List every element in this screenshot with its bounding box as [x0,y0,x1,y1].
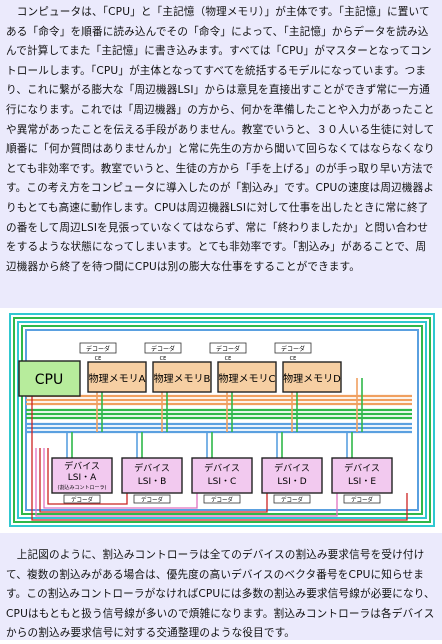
svg-text:デコーダ: デコーダ [211,496,234,504]
cpu-block: CPU [18,360,81,397]
memory-b: 物理メモリB [152,361,212,393]
decoder-memory-a: デコーダ CE [79,342,117,362]
bus-architecture-diagram: デコーダ CE デコーダ CE デコーダ CE デコーダ CE CPU 物理メモ… [2,308,440,533]
interrupt-request-lines [31,368,408,521]
svg-text:物理メモリA: 物理メモリA [89,372,146,385]
svg-text:物理メモリC: 物理メモリC [219,372,276,385]
svg-text:LSI・B: LSI・B [138,477,167,487]
svg-text:デコーダ: デコーダ [281,345,305,353]
memory-a: 物理メモリA [87,361,147,393]
svg-text:LSI・D: LSI・D [277,477,306,487]
svg-text:デコーダ: デコーダ [216,345,240,353]
svg-text:CE: CE [95,356,102,362]
svg-text:LSI・A: LSI・A [68,473,97,483]
device-lsi-a: デバイス LSI・A (割込みコントローラ) デコーダ [51,457,113,504]
decoder-memory-b: デコーダ CE [144,342,182,362]
svg-text:デバイス: デバイス [64,460,100,472]
svg-text:物理メモリD: 物理メモリD [283,372,341,385]
svg-text:CE: CE [225,356,232,362]
svg-text:CE: CE [290,356,297,362]
svg-text:デコーダ: デコーダ [86,345,110,353]
device-lsi-c: デバイス LSI・C デコーダ [191,457,253,504]
svg-text:デコーダ: デコーダ [281,496,304,504]
memory-decoders: デコーダ CE デコーダ CE デコーダ CE デコーダ CE [79,342,312,362]
memory-c: 物理メモリC [217,361,277,393]
svg-text:(割込みコントローラ): (割込みコントローラ) [58,484,107,491]
device-lsi-e: デバイス LSI・E デコーダ [331,457,393,504]
svg-text:デバイス: デバイス [204,462,240,474]
svg-text:デコーダ: デコーダ [151,345,175,353]
svg-text:LSI・C: LSI・C [208,477,237,487]
bus-frame [9,313,435,527]
svg-text:デバイス: デバイス [344,462,380,474]
svg-text:デバイス: デバイス [274,462,310,474]
memory-d: 物理メモリD [282,361,342,393]
cpu-label: CPU [35,372,63,388]
top-text-panel [0,0,442,308]
svg-text:デコーダ: デコーダ [141,496,164,504]
explanation-paragraph: 上記図のように、割込みコントローラは全てのデバイスの割込み要求信号を受け付けて、… [6,549,435,640]
intro-paragraph: コンピュータは、「CPU」と「主記憶（物理メモリ）」が主体です。「主記憶」に置い… [6,6,435,273]
svg-text:デバイス: デバイス [134,462,170,474]
device-lsi-b: デバイス LSI・B デコーダ [121,457,183,504]
svg-text:デコーダ: デコーダ [71,496,94,504]
bottom-text-panel [0,533,442,640]
svg-text:CE: CE [160,356,167,362]
svg-text:デコーダ: デコーダ [351,496,374,504]
device-lsi-d: デバイス LSI・D デコーダ [261,457,323,504]
svg-text:物理メモリB: 物理メモリB [154,372,211,385]
decoder-memory-c: デコーダ CE [209,342,247,362]
svg-text:LSI・E: LSI・E [348,477,376,487]
decoder-memory-d: デコーダ CE [274,342,312,362]
